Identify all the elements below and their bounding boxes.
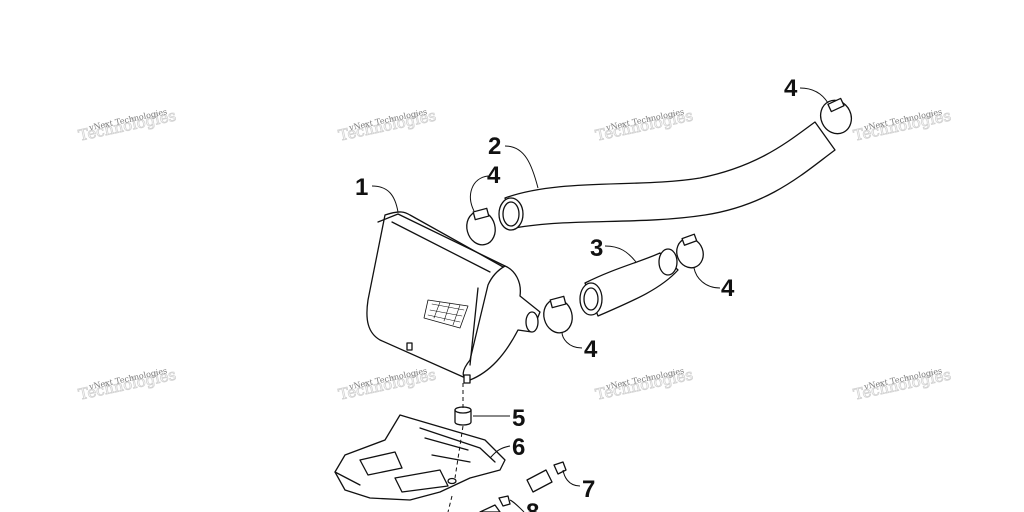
bolt-8	[479, 495, 511, 512]
leader-4d	[561, 331, 583, 349]
middle-hose	[579, 248, 679, 317]
watermark-bottom-3: Technologies vNext Technologies	[593, 365, 695, 404]
watermark-bottom-1: Technologies vNext Technologies	[76, 365, 178, 404]
watermark-top-1: Technologies vNext Technologies	[76, 106, 178, 145]
callout-4-middle-left: 4	[584, 336, 598, 363]
callout-8: 8	[526, 499, 539, 512]
callout-4-upper-left: 4	[487, 162, 501, 189]
callout-1: 1	[355, 174, 368, 201]
centerline-lower	[447, 495, 453, 512]
leader-2	[504, 145, 539, 189]
hose-clamp-top-right	[819, 97, 853, 135]
intercooler	[366, 211, 541, 384]
callout-2: 2	[488, 133, 501, 160]
callout-3: 3	[590, 235, 603, 262]
watermark-bottom-4: Technologies vNext Technologies	[851, 365, 953, 404]
leader-1	[371, 185, 399, 213]
watermark-top-3: Technologies vNext Technologies	[593, 106, 695, 145]
upper-hose	[498, 121, 836, 231]
hose-clamp-middle-left	[543, 295, 573, 334]
callout-6: 6	[512, 434, 525, 461]
callout-4-top-right: 4	[784, 75, 798, 102]
leader-3	[604, 245, 637, 263]
hose-clamp-middle-right	[676, 233, 704, 269]
callout-4-middle-right: 4	[721, 275, 735, 302]
hose-clamp-upper-left	[466, 207, 496, 246]
centerline-bracket	[454, 425, 464, 479]
grommet	[454, 406, 472, 426]
leader-4c	[693, 267, 721, 289]
watermark-top-4: Technologies vNext Technologies	[851, 106, 953, 145]
bolt-7	[526, 461, 567, 493]
watermark-top-2: Technologies vNext Technologies	[336, 106, 438, 145]
watermark-bottom-2: Technologies vNext Technologies	[336, 365, 438, 404]
leader-8	[509, 499, 525, 512]
leader-4a	[799, 87, 829, 104]
leader-7	[562, 469, 581, 487]
leader-6	[489, 445, 511, 459]
leader-4b	[470, 175, 489, 212]
callout-5: 5	[512, 405, 525, 432]
mounting-bracket	[334, 414, 506, 501]
callout-7: 7	[582, 476, 595, 503]
